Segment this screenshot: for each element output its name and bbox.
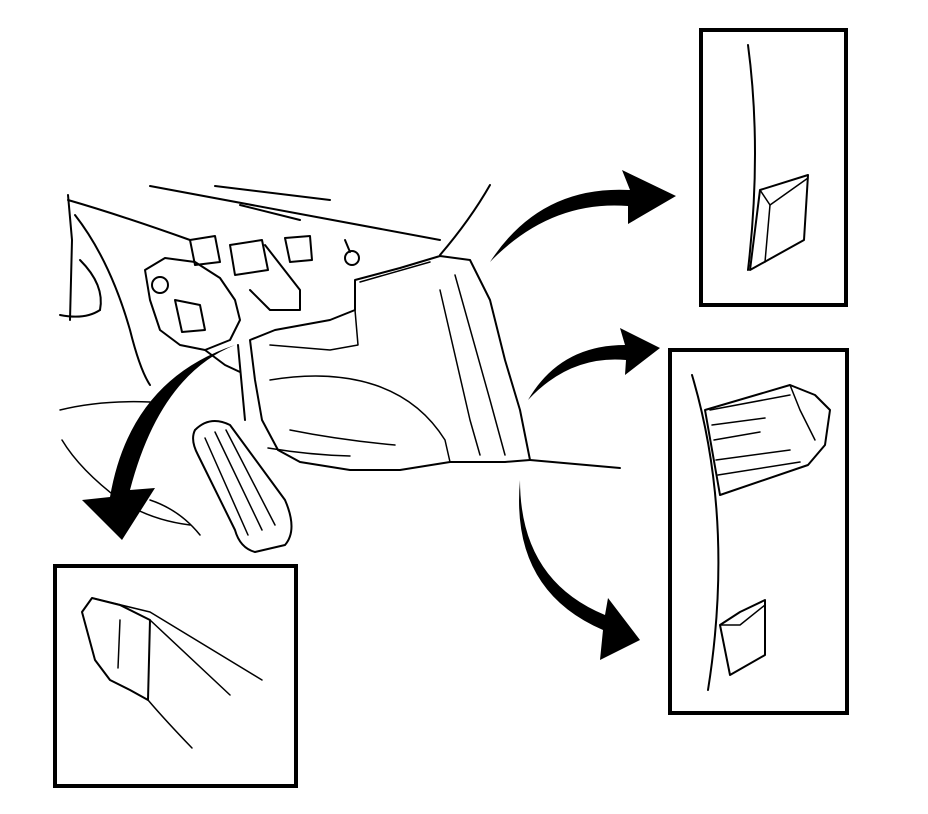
arrow-to-upper-right-detail bbox=[490, 170, 676, 262]
floor-edge bbox=[59, 309, 101, 318]
lower-clip-face bbox=[719, 604, 766, 626]
tab-rib-2 bbox=[711, 417, 766, 426]
tab-rib-1 bbox=[709, 394, 791, 411]
panel-tab bbox=[704, 384, 831, 496]
panel-contour-5 bbox=[267, 447, 351, 457]
pedal-rib-3 bbox=[225, 429, 276, 526]
panel-contour-4 bbox=[289, 429, 396, 446]
panel-top-edge bbox=[359, 261, 431, 283]
tab-end-crease bbox=[117, 619, 121, 669]
detail-lower-left bbox=[53, 564, 298, 788]
retainer-clip bbox=[749, 174, 809, 271]
panel-edge-curve bbox=[747, 44, 756, 271]
column-bolt bbox=[151, 276, 169, 294]
linkage bbox=[249, 244, 301, 311]
floor-line-1 bbox=[59, 400, 151, 411]
panel-contour-2 bbox=[439, 289, 481, 456]
trim-panel-body bbox=[249, 255, 531, 471]
detail-lower-right bbox=[668, 348, 849, 715]
arrow-to-lower-right-detail bbox=[519, 480, 640, 660]
a-pillar-edge bbox=[67, 194, 73, 321]
detail-upper-right bbox=[699, 28, 848, 307]
kick-panel-inner bbox=[79, 259, 102, 311]
tab-top-line bbox=[91, 597, 263, 681]
clip-edge-line bbox=[764, 204, 771, 263]
mount-bolt bbox=[344, 250, 360, 266]
dash-edge-line-2 bbox=[214, 185, 331, 201]
dash-lower-edge bbox=[67, 199, 191, 241]
column-bracket bbox=[174, 299, 206, 333]
tab-rib-3 bbox=[713, 431, 761, 441]
accelerator-pedal bbox=[192, 344, 293, 553]
steering-column-mechanism bbox=[144, 204, 360, 373]
floor-seam bbox=[529, 459, 621, 469]
trim-panel bbox=[249, 184, 621, 471]
lower-clip bbox=[719, 599, 766, 676]
main-scene bbox=[59, 184, 621, 553]
detail-frame-upper-right bbox=[699, 28, 848, 307]
callout-arrows bbox=[82, 170, 676, 660]
relay-block bbox=[284, 235, 313, 263]
console-edge bbox=[439, 184, 491, 256]
arrow-to-middle-right-detail bbox=[528, 328, 660, 400]
tab-mid-line bbox=[149, 619, 231, 696]
tab-rib-4 bbox=[715, 449, 791, 461]
dash-edge-line bbox=[149, 185, 441, 241]
wire-harness bbox=[239, 204, 301, 221]
floor-line-3 bbox=[149, 499, 201, 536]
kick-panel-curve bbox=[74, 214, 151, 386]
pedal-arm bbox=[237, 344, 246, 421]
pedal-rib-2 bbox=[214, 431, 263, 531]
panel-edge-curve-2 bbox=[691, 374, 720, 691]
upper-bracket bbox=[189, 235, 221, 266]
column-housing bbox=[144, 257, 241, 351]
panel-inner-edge bbox=[269, 309, 359, 351]
pedal-rib-1 bbox=[204, 437, 249, 536]
bolt-line bbox=[344, 239, 351, 253]
switch-block bbox=[229, 239, 269, 276]
tab-bottom-line bbox=[147, 699, 193, 749]
panel-contour-3 bbox=[454, 274, 506, 456]
pedal-pad bbox=[192, 420, 293, 553]
pedal-arm-top bbox=[204, 349, 241, 373]
tab-rib-5 bbox=[717, 461, 801, 476]
arrow-to-lower-left-detail bbox=[82, 345, 235, 540]
tab-tip-line bbox=[789, 384, 816, 441]
panel-contour-1 bbox=[269, 375, 451, 463]
